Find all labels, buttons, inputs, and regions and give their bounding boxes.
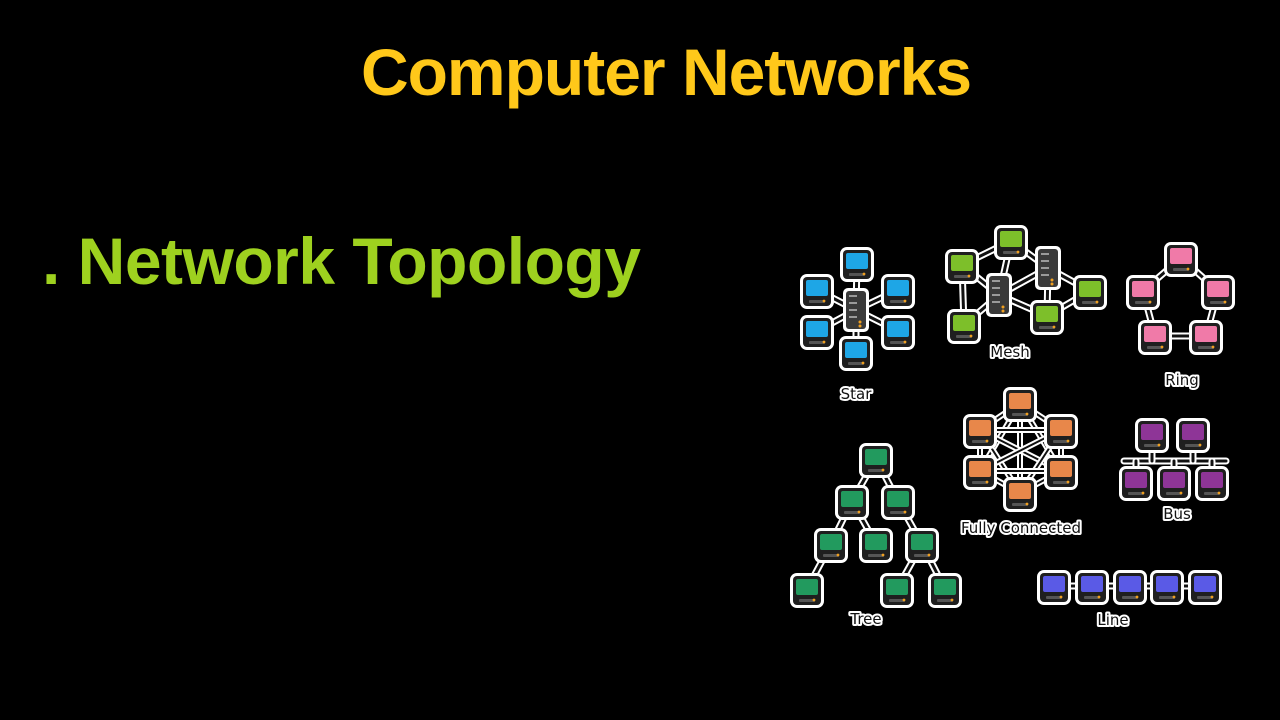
topology-diagram: Star Mesh Ring Fully Connected Bus Tree … [790,225,1235,631]
computer-icon [881,315,915,350]
computer-icon [800,315,834,350]
computer-icon [800,274,834,309]
computer-icon [1188,570,1222,605]
bus-label: Bus [1163,505,1191,523]
bus-topology [1119,418,1230,501]
slide-title: Computer Networks [360,35,972,109]
computer-icon [1150,570,1184,605]
computer-icon [840,247,874,282]
computer-icon [1201,275,1235,310]
fully-connected-label: Fully Connected [961,519,1081,537]
computer-icon [880,573,914,608]
computer-icon [1030,300,1064,335]
computer-icon [1135,418,1169,453]
computer-icon [945,249,979,284]
computer-icon [1003,477,1037,512]
mesh-label: Mesh [990,343,1030,361]
computer-icon [1003,387,1037,422]
computer-icon [1138,320,1172,355]
computer-icon [859,443,893,478]
computer-icon [1073,275,1107,310]
computer-icon [1189,320,1223,355]
tree-topology [790,443,962,608]
tree-label: Tree [849,610,881,628]
computer-icon [859,528,893,563]
computer-icon [963,455,997,490]
line-label: Line [1097,611,1128,629]
computer-icon [835,485,869,520]
computer-icon [1044,455,1078,490]
computer-icon [814,528,848,563]
computer-icon [1044,414,1078,449]
line-topology [1037,570,1222,605]
computer-icon [1075,570,1109,605]
server-icon [986,273,1012,317]
star-topology [800,247,915,371]
computer-icon [790,573,824,608]
ring-label: Ring [1165,371,1199,389]
computer-icon [928,573,962,608]
slide-subtitle: . Network Topology [42,224,641,298]
star-label: Star [841,385,873,403]
computer-icon [881,485,915,520]
ring-topology [1126,242,1235,355]
computer-icon [1126,275,1160,310]
computer-icon [881,274,915,309]
computer-icon [1195,466,1229,501]
computer-icon [1119,466,1153,501]
computer-icon [1157,466,1191,501]
computer-icon [905,528,939,563]
server-icon [843,288,869,332]
computer-icon [1113,570,1147,605]
computer-icon [1037,570,1071,605]
computer-icon [947,309,981,344]
computer-icon [1176,418,1210,453]
computer-icon [1164,242,1198,277]
server-icon [1035,246,1061,290]
fully-connected-topology [963,387,1078,512]
mesh-topology [945,225,1107,344]
computer-icon [839,336,873,371]
computer-icon [994,225,1028,260]
computer-icon [963,414,997,449]
